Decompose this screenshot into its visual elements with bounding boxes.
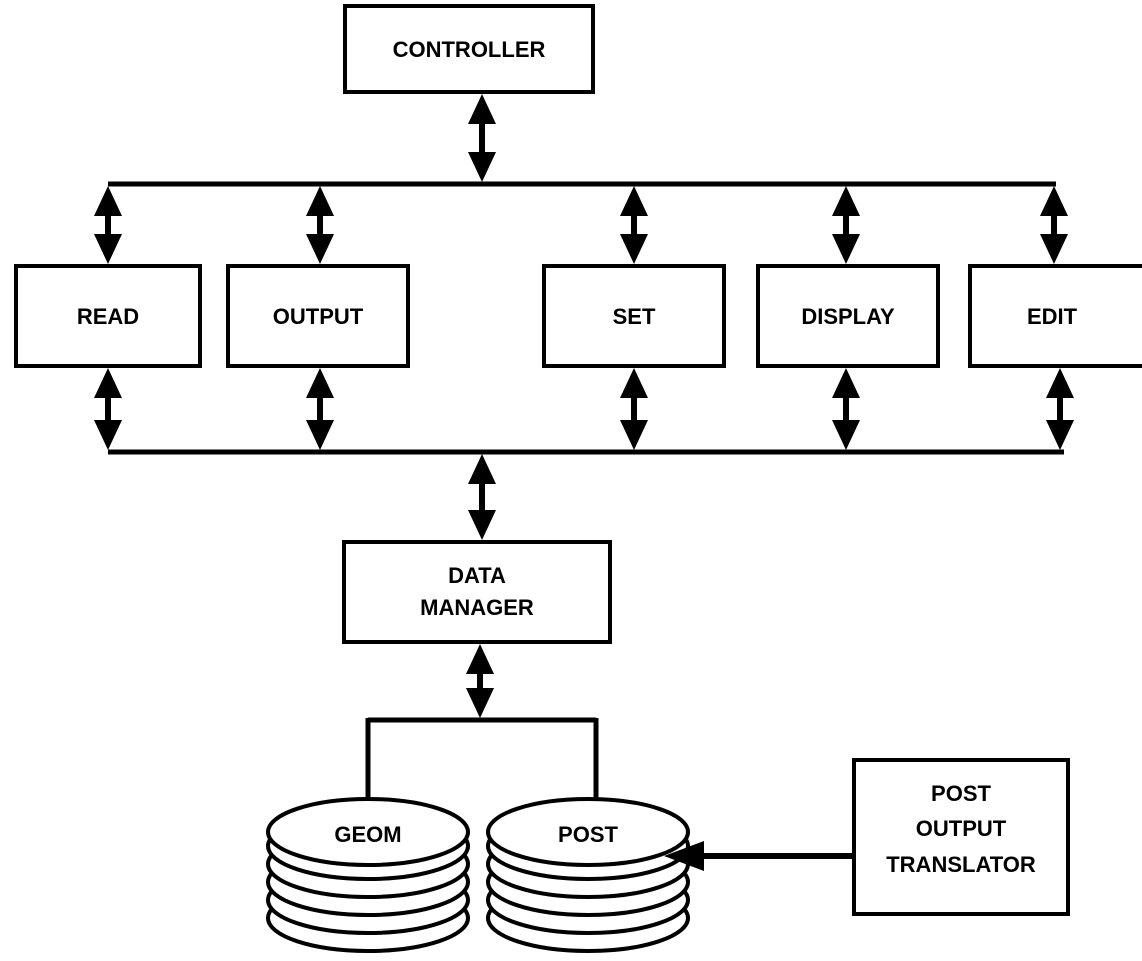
read-lower-arrow	[94, 368, 122, 450]
bus-data-manager-arrow	[468, 454, 496, 540]
post-label: POST	[558, 822, 618, 847]
output-module: OUTPUT	[226, 264, 410, 368]
data-manager-node: DATA MANAGER	[342, 540, 612, 644]
post-database: POST	[486, 797, 690, 953]
post-output-translator-node: POST OUTPUT TRANSLATOR	[852, 758, 1070, 916]
display-label: DISPLAY	[801, 304, 895, 329]
data-manager-db-arrow	[466, 644, 494, 718]
geom-label: GEOM	[334, 822, 401, 847]
output-upper-arrow	[306, 186, 334, 264]
data-manager-label-line1: DATA	[448, 563, 506, 588]
connection-arrows	[94, 94, 1074, 718]
edit-lower-arrow	[1046, 368, 1074, 450]
data-manager-label-line2: MANAGER	[420, 595, 534, 620]
translator-label-line1: POST	[931, 781, 991, 806]
display-module: DISPLAY	[756, 264, 940, 368]
edit-label: EDIT	[1027, 304, 1078, 329]
read-label: READ	[77, 304, 139, 329]
display-upper-arrow	[832, 186, 860, 264]
edit-module: EDIT	[968, 264, 1142, 368]
output-label: OUTPUT	[273, 304, 364, 329]
set-module: SET	[542, 264, 726, 368]
edit-upper-arrow	[1040, 186, 1068, 264]
output-lower-arrow	[306, 368, 334, 450]
controller-label: CONTROLLER	[393, 37, 546, 62]
set-lower-arrow	[620, 368, 648, 450]
translator-label-line3: TRANSLATOR	[886, 852, 1036, 877]
controller-bus-arrow	[468, 94, 496, 182]
set-label: SET	[613, 304, 656, 329]
translator-label-line2: OUTPUT	[916, 816, 1007, 841]
read-upper-arrow	[94, 186, 122, 264]
display-lower-arrow	[832, 368, 860, 450]
controller-node: CONTROLLER	[343, 4, 595, 94]
geom-database: GEOM	[266, 797, 470, 953]
read-module: READ	[14, 264, 202, 368]
set-upper-arrow	[620, 186, 648, 264]
translator-to-post-arrow	[664, 841, 854, 871]
